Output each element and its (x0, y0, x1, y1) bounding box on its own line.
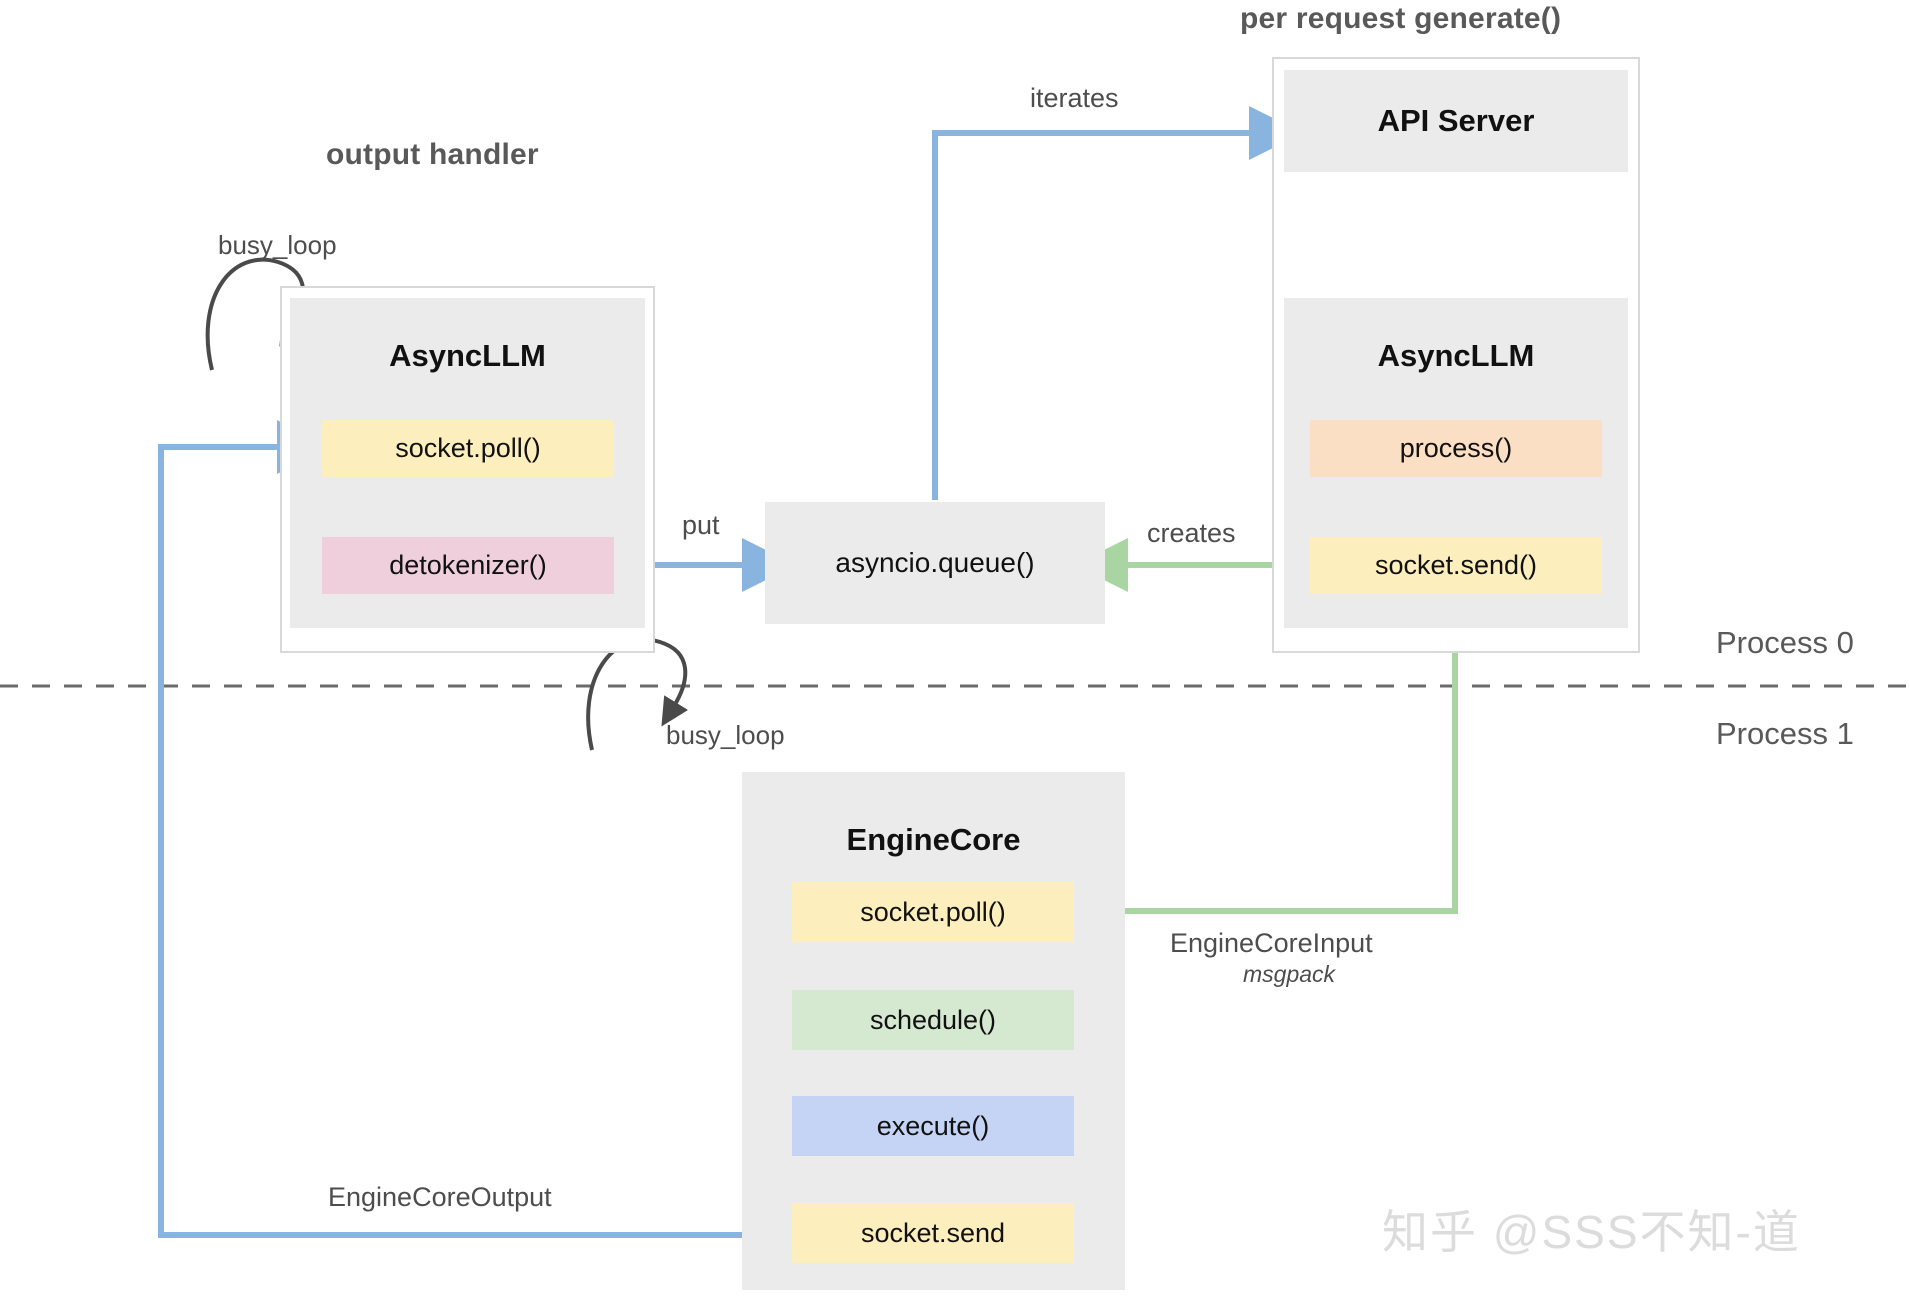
busy-loop-label-asyncllm: busy_loop (218, 230, 337, 260)
engine-core-input-format-label: msgpack (1243, 961, 1336, 987)
api-item-socket-send[interactable]: socket.send() (1310, 537, 1602, 594)
creates-label: creates (1147, 518, 1236, 548)
process-0-label: Process 0 (1716, 625, 1854, 660)
asyncllm-api-title: AsyncLLM (1377, 338, 1535, 373)
api-server-box[interactable]: API Server (1284, 70, 1628, 172)
asyncllm-output-title: AsyncLLM (389, 338, 546, 373)
engine-core-input-label: EngineCoreInput (1170, 928, 1373, 958)
enginecore-item-socket-send[interactable]: socket.send (792, 1203, 1074, 1263)
engine-core-output-label: EngineCoreOutput (328, 1182, 552, 1212)
iterates-arrow (932, 106, 1303, 500)
watermark: 知乎 @SSS不知-道 (1382, 1206, 1801, 1258)
enginecore-title: EngineCore (846, 822, 1021, 857)
put-label: put (682, 510, 720, 540)
iterates-label: iterates (1030, 83, 1119, 113)
enginecore-item-schedule[interactable]: schedule() (792, 990, 1074, 1050)
output-handler-title: output handler (326, 138, 539, 171)
process-1-label: Process 1 (1716, 716, 1854, 751)
output-item-socket-poll[interactable]: socket.poll() (322, 420, 614, 477)
enginecore-item-socket-poll[interactable]: socket.poll() (792, 882, 1074, 942)
asyncio-queue-box[interactable]: asyncio.queue() (765, 502, 1105, 624)
api-item-process[interactable]: process() (1310, 420, 1602, 477)
output-item-detokenizer[interactable]: detokenizer() (322, 537, 614, 594)
busy-loop-label-enginecore: busy_loop (666, 720, 785, 750)
per-request-title: per request generate() (1240, 2, 1562, 35)
enginecore-item-execute[interactable]: execute() (792, 1096, 1074, 1156)
